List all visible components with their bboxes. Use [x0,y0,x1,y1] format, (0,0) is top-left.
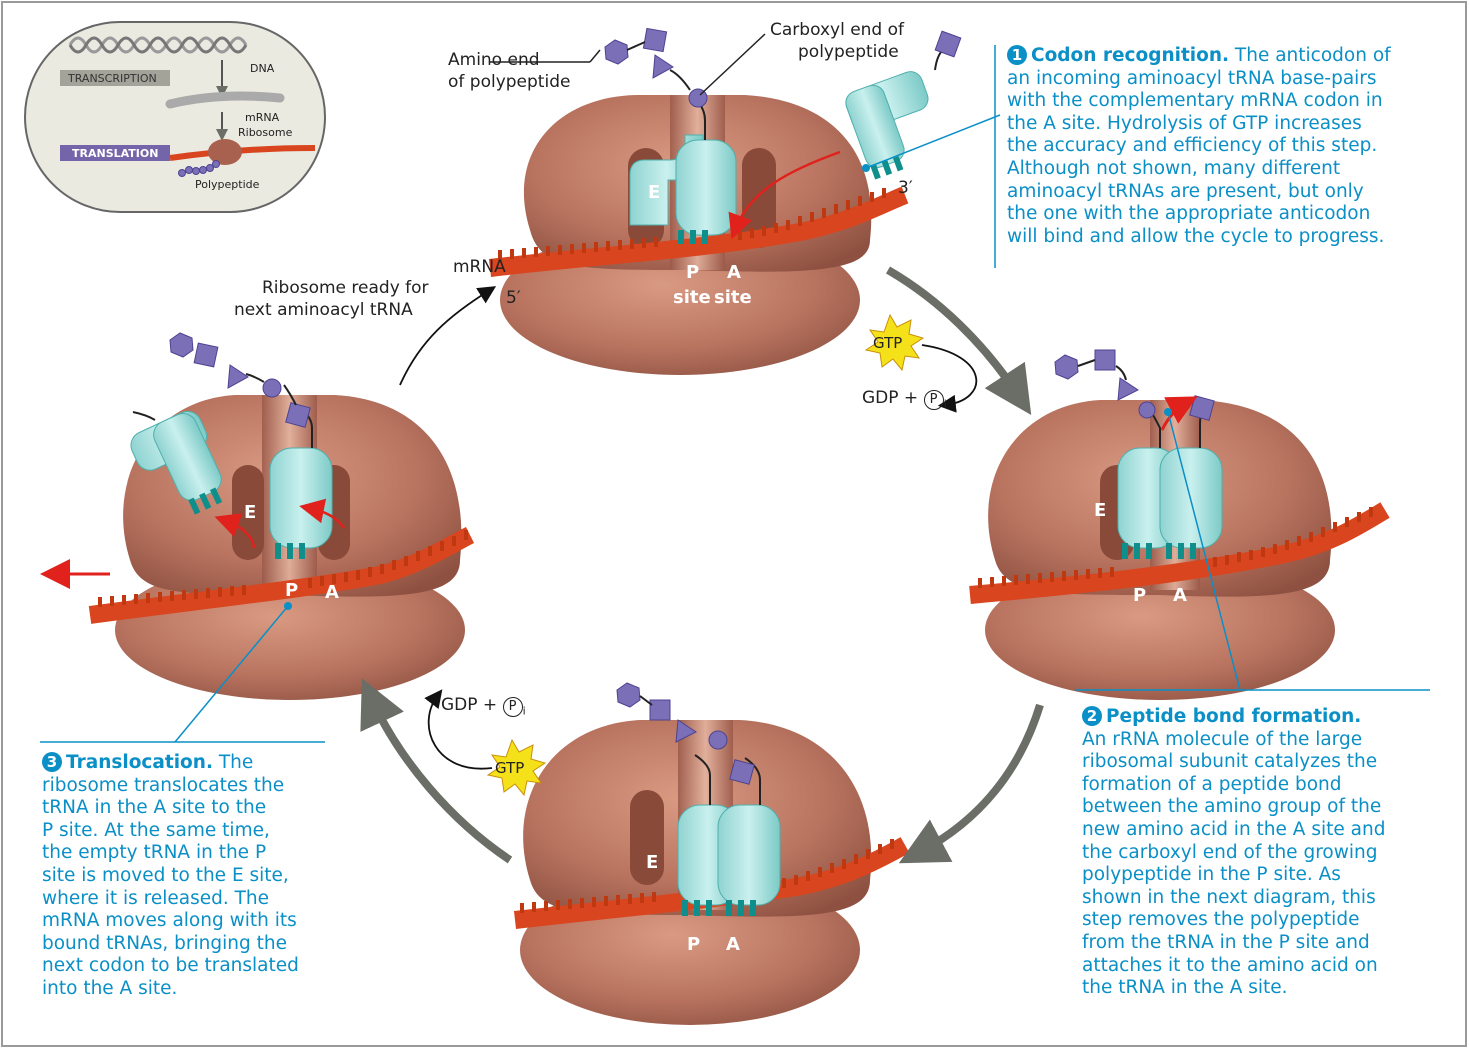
step1-line-7: the one with the appropriate anticodon [1007,203,1457,226]
inset-overview [25,22,325,212]
step2-line-3: between the amino group of the [1082,796,1442,819]
step1-line-4: the accuracy and efficiency of this step… [1007,135,1457,158]
step2-number: 2 [1082,706,1102,726]
ribosome-right [970,350,1430,700]
bottom-e-site: E [646,852,658,873]
top-a-site-word: site [714,287,752,308]
step2-line-11: the tRNA in the A site. [1082,977,1442,1000]
left-e-site: E [244,502,256,523]
three-prime-label: 3′ [898,178,913,199]
step2-line-7: shown in the next diagram, this [1082,887,1442,910]
gtp-right-label: GTP [873,333,902,354]
step3-number: 3 [42,752,62,772]
step2-line-9: from the tRNA in the P site and [1082,932,1442,955]
step1-title: Codon recognition. [1031,45,1229,66]
step3-line-9: next codon to be translated [42,955,352,978]
step2-title: Peptide bond formation. [1106,706,1361,727]
step1-line-5: Although not shown, many different [1007,158,1457,181]
ready-label-1: Ribosome ready for [262,278,429,299]
step3-line-2: tRNA in the A site to the [42,797,352,820]
step2-line-4: new amino acid in the A site and [1082,819,1442,842]
carboxyl-end-label: Carboxyl end of [770,20,904,41]
step3-line-5: site is moved to the E site, [42,865,352,888]
step3-line-0-text: The [213,752,253,773]
step2-line-0: An rRNA molecule of the large [1082,729,1442,752]
step1-line-3: the A site. Hydrolysis of GTP increases [1007,113,1457,136]
ribosome-bottom [515,683,905,1025]
inset-ribosome-label: Ribosome [238,126,292,139]
step3-line-4: the empty tRNA in the P [42,842,352,865]
ribosome-left [40,333,470,742]
step3-line-10: into the A site. [42,978,352,1001]
step1-line-6: aminoacyl tRNAs are present, but only [1007,181,1457,204]
inset-polypeptide-label: Polypeptide [195,178,259,191]
step2-line-10: attaches it to the amino acid on [1082,955,1442,978]
amino-end-label: Amino end [448,50,540,71]
step3-line-7: mRNA moves along with its [42,910,352,933]
step1-line-1: an incoming aminoacyl tRNA base-pairs [1007,68,1457,91]
mrna-label: mRNA [453,257,506,278]
inset-transcription-label: TRANSCRIPTION [68,72,157,85]
top-p-site-word: site [673,287,711,308]
carboxyl-end-label-2: polypeptide [798,42,899,63]
inset-dna-label: DNA [250,62,274,75]
inset-translation-label: TRANSLATION [72,147,158,160]
top-a-site: A [727,262,741,283]
right-e-site: E [1094,500,1106,521]
pi-left-sub: i [523,704,526,717]
pi-right-circle: P [924,390,944,410]
bottom-a-site: A [726,934,740,955]
left-p-site: P [285,580,298,601]
left-a-site: A [325,582,339,603]
bottom-p-site: P [687,934,700,955]
amino-end-label-2: of polypeptide [448,72,570,93]
top-e-site: E [648,182,660,203]
five-prime-label: 5′ [506,288,521,309]
gdp-left-text: GDP + [441,695,503,715]
step3-line-1: ribosome translocates the [42,775,352,798]
ready-label-2: next aminoacyl tRNA [234,300,413,321]
step3-title: Translocation. [66,752,213,773]
step3-line-3: P site. At the same time, [42,820,352,843]
step2-line-5: the carboxyl end of the growing [1082,842,1442,865]
step2-line-1: ribosomal subunit catalyzes the [1082,751,1442,774]
step1-line-8: will bind and allow the cycle to progres… [1007,226,1457,249]
inset-mrna-label: mRNA [245,111,279,124]
right-a-site: A [1173,585,1187,606]
step2-line-6: polypeptide in the P site. As [1082,864,1442,887]
pi-left-circle: P [503,697,523,717]
step3-line-8: bound tRNAs, bringing the [42,933,352,956]
step2-line-2: formation of a peptide bond [1082,774,1442,797]
step1-line-2: with the complementary mRNA codon in [1007,90,1457,113]
step3-line-6: where it is released. The [42,888,352,911]
step1-line-0-text: The anticodon of [1229,45,1391,66]
step2-line-8: step removes the polypeptide [1082,909,1442,932]
top-p-site: P [686,262,699,283]
step1-number: 1 [1007,45,1027,65]
gtp-left-label: GTP [495,758,524,779]
pi-right-sub: i [944,397,947,410]
right-p-site: P [1133,585,1146,606]
gdp-right-text: GDP + [862,388,924,408]
